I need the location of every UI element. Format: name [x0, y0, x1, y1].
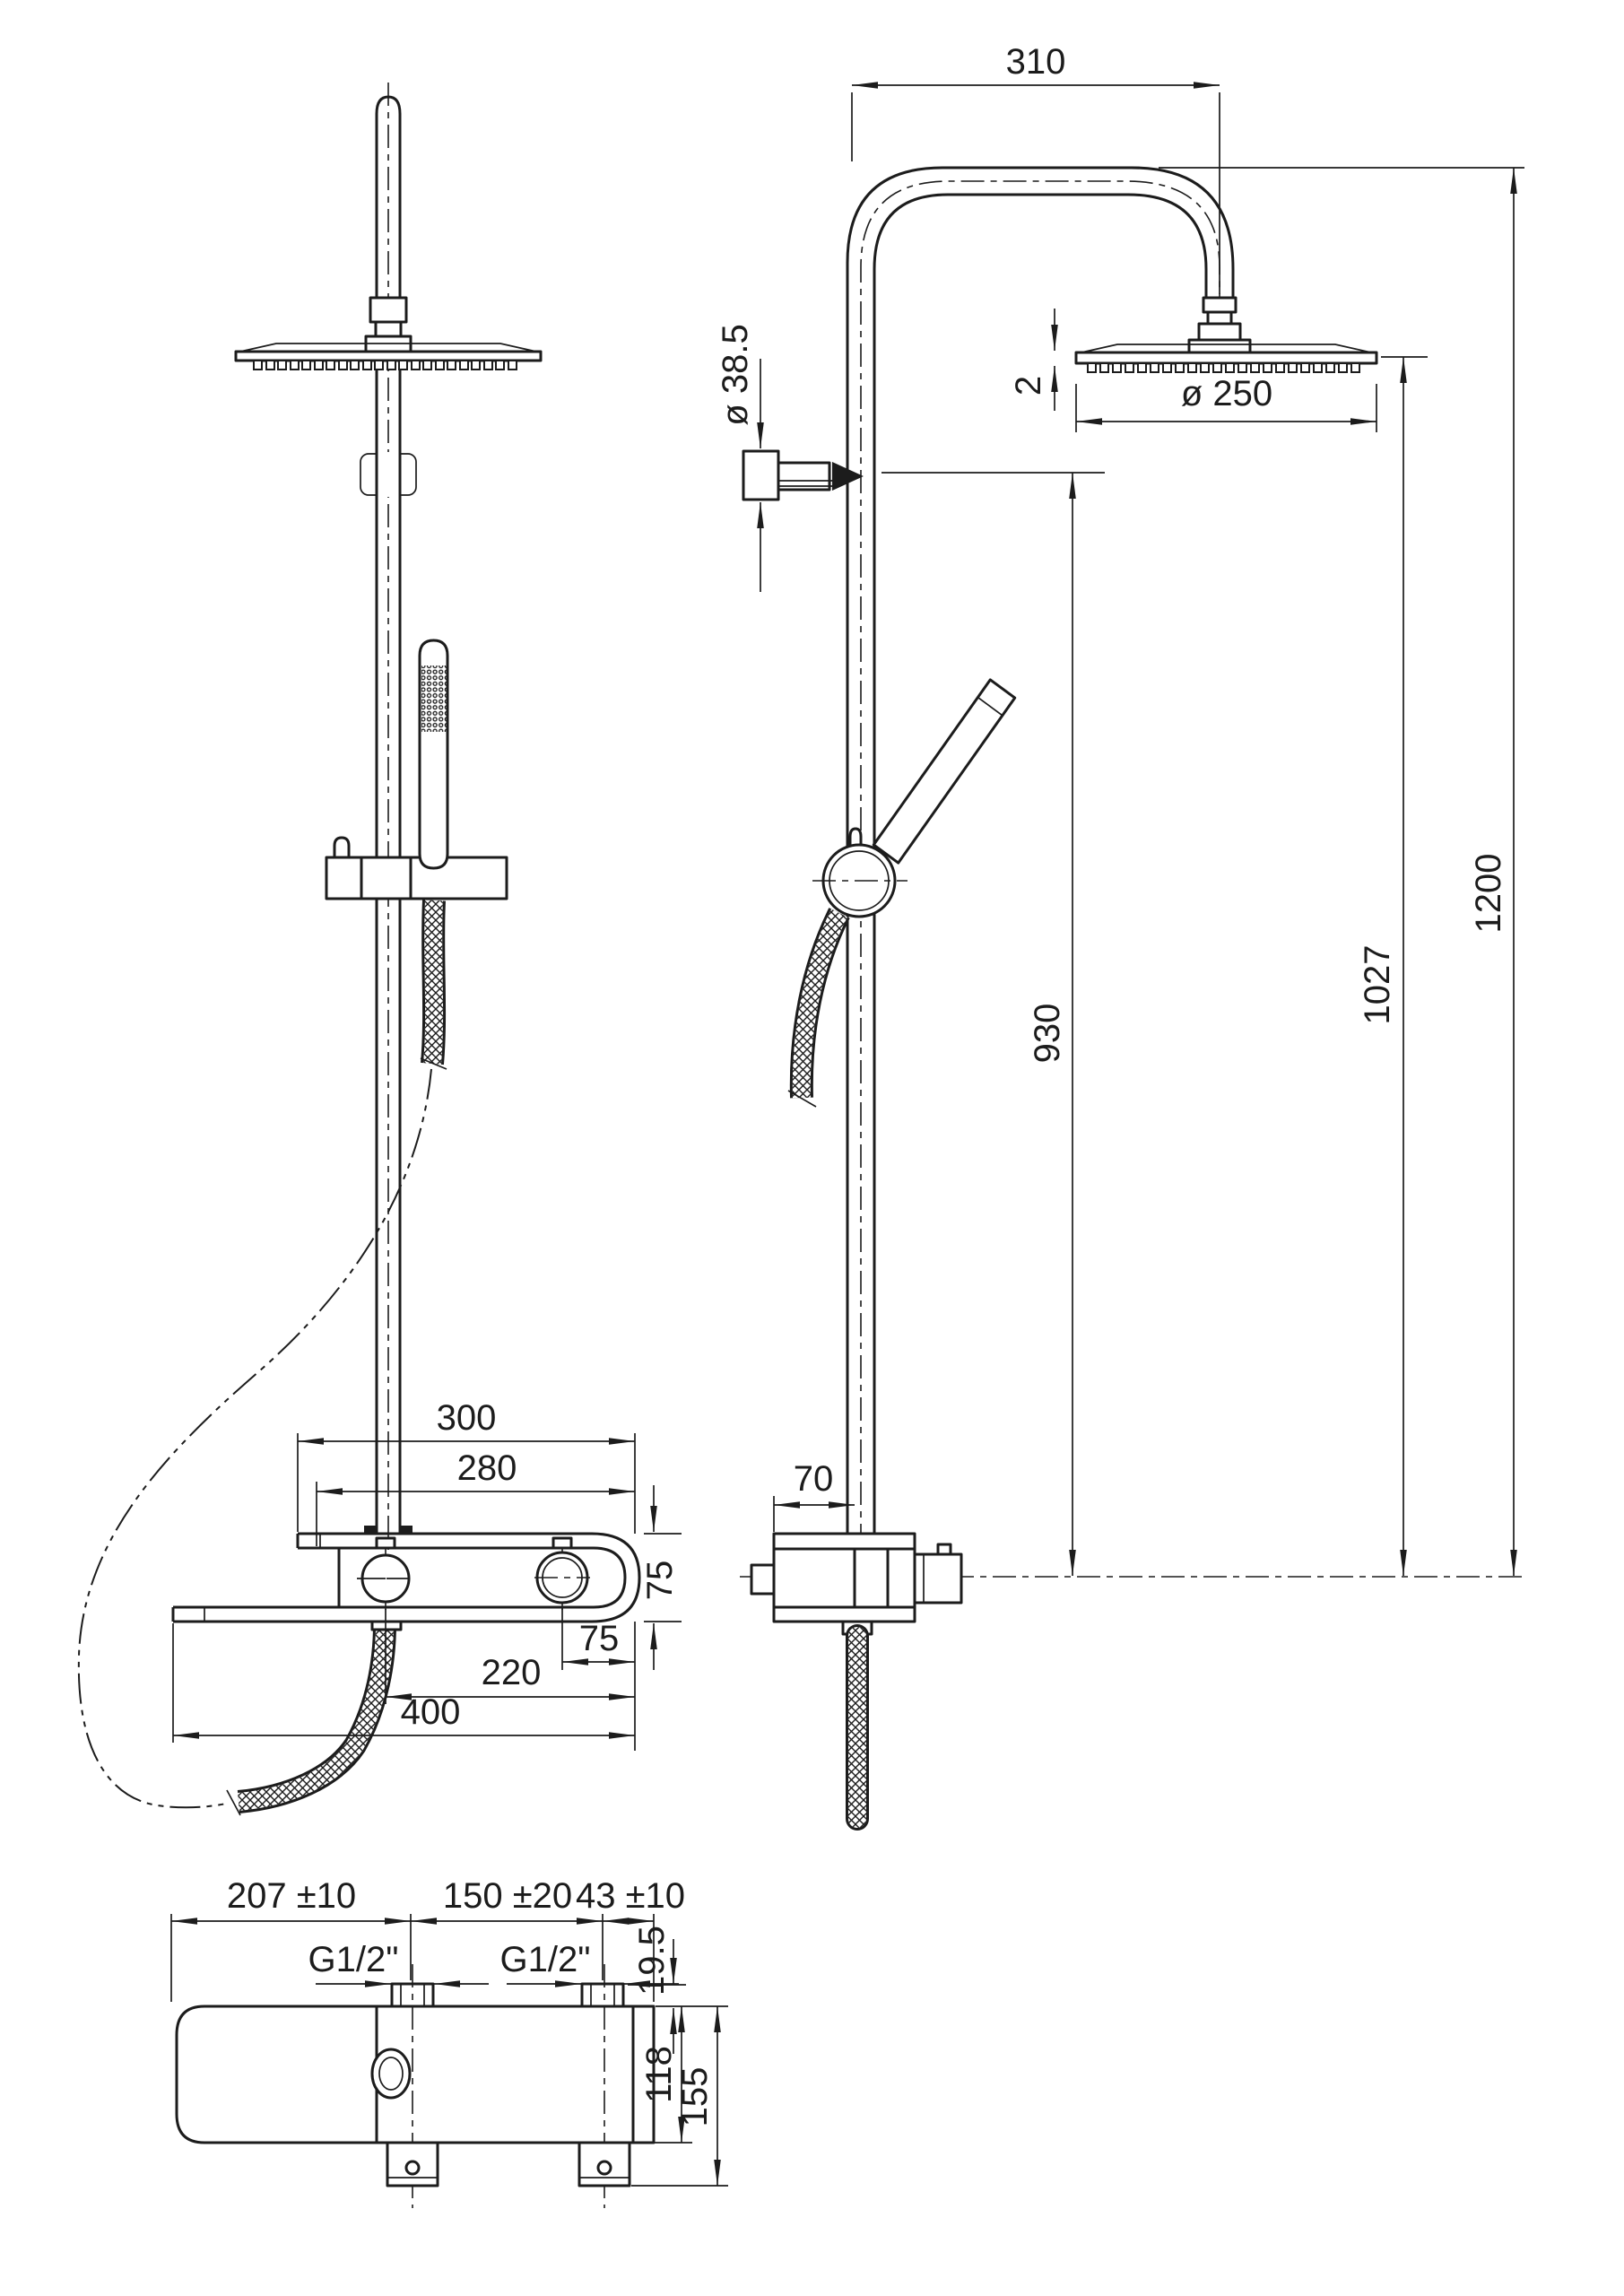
slider-bracket: [325, 856, 508, 900]
dim-280: 280: [457, 1448, 517, 1488]
overhead-shower-front: [234, 343, 543, 370]
dim-70: 70: [794, 1459, 834, 1499]
dim-220: 220: [482, 1653, 542, 1692]
knob-stem-left: [375, 1536, 396, 1550]
dim-75-height: 75: [640, 1561, 680, 1601]
wall-union-side: [742, 449, 864, 501]
side-view: 310 ø 38.5 2 ø 250 1200 1027 930 70: [716, 42, 1524, 1831]
hand-shower-side: [787, 678, 1017, 1108]
plan-dimensions: 207 ±10 150 ±20 43 ±10 G1/2" G1/2" 19.5 …: [170, 1876, 728, 2187]
hand-shower-hose-upper: [420, 900, 447, 1070]
dim-19-5: 19.5: [632, 1926, 672, 1996]
bracket-pin: [333, 836, 351, 859]
dim-1027: 1027: [1358, 945, 1397, 1025]
head-connector-front: [369, 296, 408, 324]
wand-spray-face: [421, 665, 447, 732]
dim-43: 43 ±10: [576, 1876, 685, 1916]
side-dimensions: 310 ø 38.5 2 ø 250 1200 1027 930 70: [716, 42, 1524, 1576]
dim-150: 150 ±20: [443, 1876, 572, 1916]
dim-207: 207 ±10: [227, 1876, 356, 1916]
riser-pipe-side: [846, 166, 1235, 1534]
valve-body-plan: [175, 2005, 656, 2144]
dim-38-5: ø 38.5: [716, 324, 755, 425]
plan-view: 207 ±10 150 ±20 43 ±10 G1/2" G1/2" 19.5 …: [170, 1876, 728, 2208]
head-connector-side: [1202, 296, 1238, 314]
label-g12-left: G1/2": [308, 1940, 399, 1979]
inlet-couplings: [390, 1982, 625, 2008]
dim-310: 310: [1006, 42, 1066, 82]
knobs-plan: [386, 1964, 631, 2208]
gooseneck-centerline: [860, 180, 1220, 1547]
dim-1200: 1200: [1469, 854, 1508, 934]
wand-side: [872, 678, 1017, 865]
riser-pipe-front: [375, 95, 402, 1534]
hand-shower-front: [325, 639, 508, 900]
diverter-tab: [936, 1543, 952, 1556]
knob-stem-right: [551, 1536, 573, 1550]
dim-155: 155: [675, 2067, 715, 2127]
inlet-stub: [750, 1563, 776, 1596]
dim-118: 118: [639, 2046, 679, 2103]
hand-shower-hose-lower: [226, 1622, 396, 1816]
front-view: 300 280 75 75 220 400: [77, 83, 682, 1816]
dim-930: 930: [1028, 1004, 1067, 1064]
dim-75-offset: 75: [579, 1619, 620, 1658]
temp-button: [370, 2048, 412, 2100]
label-g12-right: G1/2": [500, 1940, 591, 1979]
dim-2: 2: [1009, 376, 1048, 396]
dim-250: ø 250: [1181, 374, 1272, 413]
mixer-valve-front: [171, 1526, 641, 1631]
dim-400: 400: [401, 1692, 461, 1732]
overhead-shower-side: [1074, 344, 1378, 373]
front-dimensions: 300 280 75 75 220 400: [172, 1398, 682, 1751]
hose-phantom-curve: [77, 1068, 432, 1809]
mixer-valve-side: [750, 1532, 963, 1831]
knob-side: [913, 1552, 963, 1605]
holder-hose: [787, 908, 850, 1108]
dim-300: 300: [437, 1398, 497, 1438]
